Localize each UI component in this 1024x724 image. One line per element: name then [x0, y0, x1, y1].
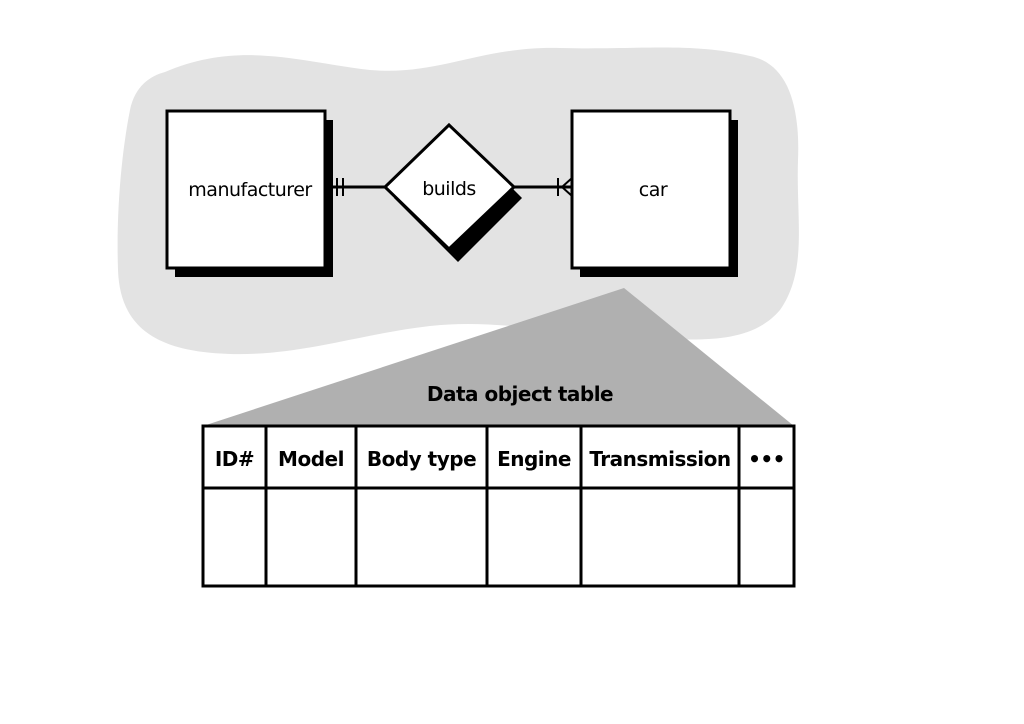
table-header-cell: ••• — [748, 447, 785, 471]
entity-car: car — [570, 109, 738, 277]
crows-foot-upper — [561, 177, 573, 188]
expansion-wedge — [203, 288, 794, 426]
data-object-table: ID# Model Body type Engine Transmission ••• — [201, 424, 796, 588]
relationship-builds: builds — [382, 122, 522, 262]
entity-manufacturer-box — [165, 109, 327, 270]
entity-manufacturer: manufacturer — [165, 109, 333, 277]
table-header-cell: Transmission — [589, 447, 730, 471]
table-column-headers: ID# Model Body type Engine Transmission ••• — [215, 447, 786, 471]
relationship-builds-label: builds — [422, 178, 476, 200]
table-header-cell: ID# — [215, 447, 254, 471]
entity-car-label: car — [639, 179, 668, 201]
table-outline — [201, 424, 796, 588]
table-header-cell: Body type — [367, 447, 476, 471]
crows-foot-lower — [561, 186, 573, 197]
connector-left — [325, 178, 385, 196]
entity-car-box — [570, 109, 732, 270]
entity-manufacturer-label: manufacturer — [188, 179, 312, 201]
connector-right — [514, 177, 573, 197]
table-header-cell: Engine — [497, 447, 571, 471]
table-header-cell: Model — [278, 447, 344, 471]
table-title: Data object table — [427, 382, 613, 406]
relationship-builds-diamond — [382, 122, 517, 252]
table-column-dividers — [264, 426, 741, 586]
